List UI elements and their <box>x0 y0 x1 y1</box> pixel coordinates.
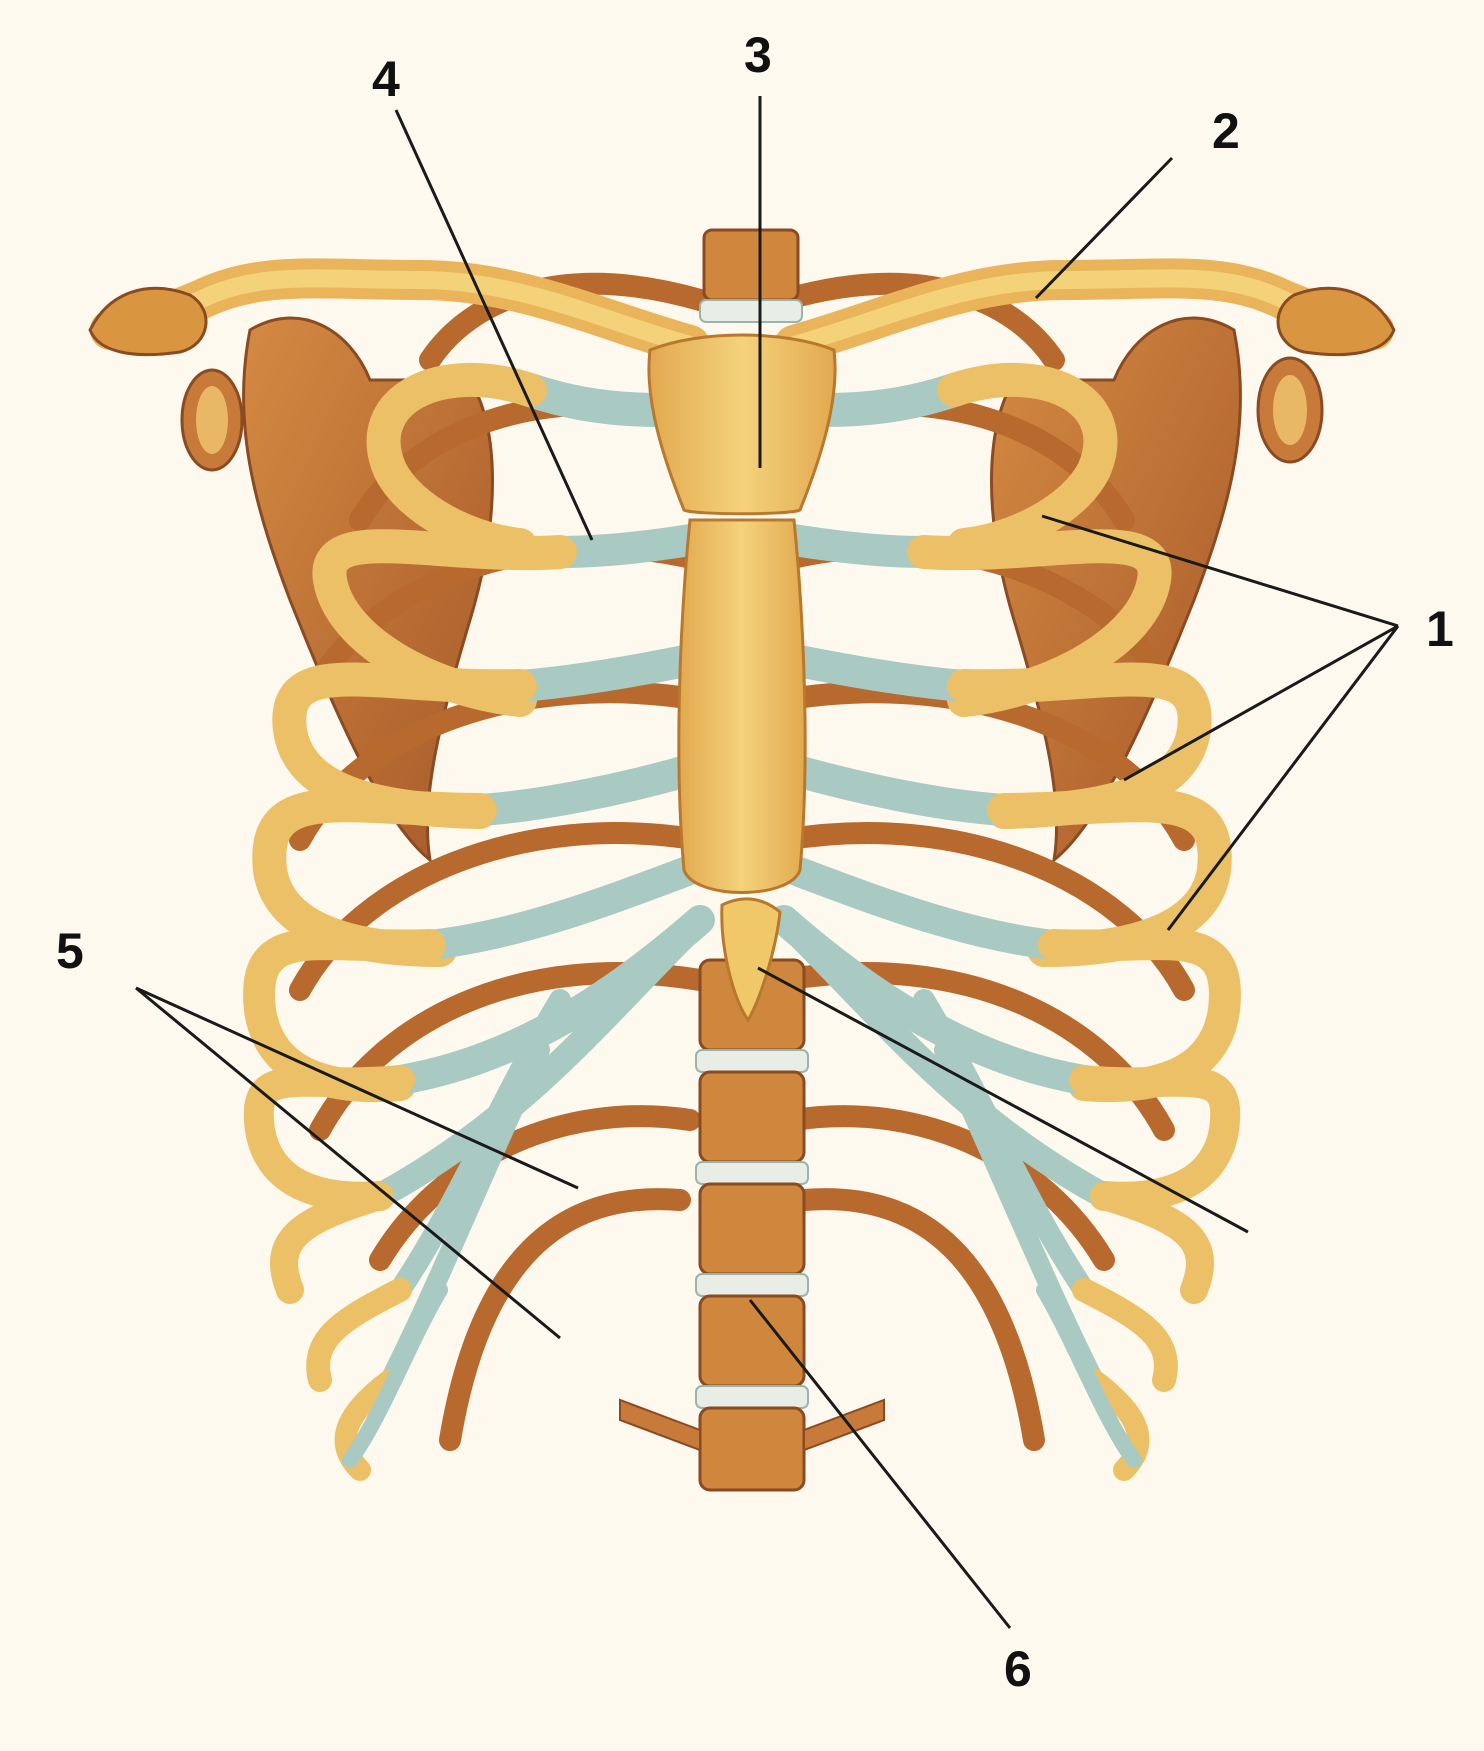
leader-1c <box>1166 625 1400 931</box>
acromion-processes <box>88 287 1396 357</box>
xiphoid-process <box>720 897 782 1023</box>
manubrium <box>647 333 837 516</box>
leader-4 <box>394 109 594 541</box>
callout-number-3: 3 <box>744 27 772 83</box>
leader-6b <box>757 966 1249 1234</box>
sternum <box>647 333 837 1023</box>
anterior-ribs <box>243 362 1241 1481</box>
callout-number-2: 2 <box>1212 103 1240 159</box>
sternum-body <box>677 518 807 894</box>
leader-1b <box>1123 624 1399 782</box>
leader-1a <box>1041 514 1399 628</box>
callout-number-5: 5 <box>56 923 84 979</box>
leader-6a <box>748 1299 1012 1629</box>
leader-5b <box>135 986 561 1340</box>
callout-number-6: 6 <box>1004 1641 1032 1697</box>
leader-lines <box>135 96 1400 1629</box>
leader-5a <box>135 986 579 1190</box>
callout-number-1: 1 <box>1426 601 1454 657</box>
callout-number-4: 4 <box>372 51 400 107</box>
leader-2 <box>1034 156 1174 300</box>
